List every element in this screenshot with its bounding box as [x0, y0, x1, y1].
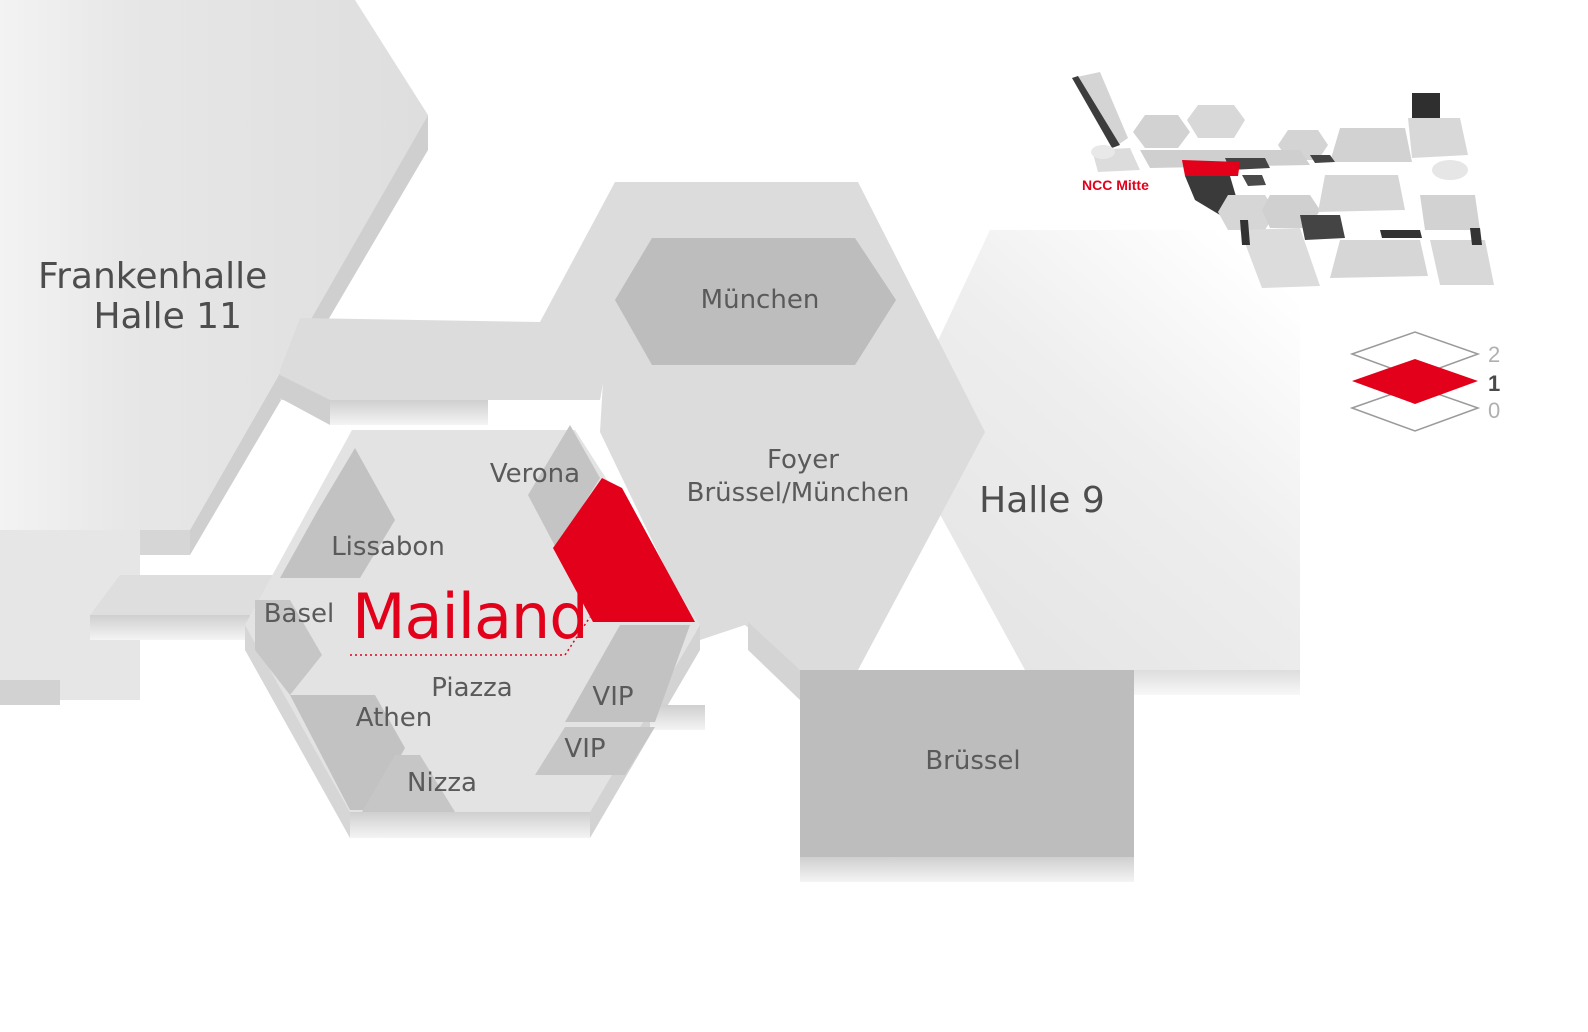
room-muenchen[interactable]: [615, 238, 896, 365]
foyer-label: Foyer: [767, 445, 839, 475]
corridor-lower: [90, 575, 290, 640]
basel-label: Basel: [264, 599, 335, 629]
halle9-building[interactable]: [895, 230, 1300, 695]
mailand-label: Mailand: [352, 580, 588, 653]
level-1-option-active[interactable]: 1: [1352, 359, 1500, 404]
muenchen-label: München: [701, 285, 820, 315]
overview-minimap[interactable]: NCC Mitte: [1072, 72, 1494, 288]
level-1-label: 1: [1488, 371, 1500, 396]
nizza-label: Nizza: [407, 768, 477, 798]
level-selector: 2 0 1: [1349, 331, 1500, 432]
room-vip-upper[interactable]: [565, 625, 690, 722]
piazza-label: Piazza: [431, 673, 513, 703]
room-vip-lower[interactable]: [535, 727, 655, 775]
bruessel-label: Brüssel: [925, 746, 1020, 776]
ncc-mitte-label: NCC Mitte: [1082, 177, 1149, 193]
halle9-label: Halle 9: [979, 480, 1105, 521]
room-nizza[interactable]: [362, 755, 455, 812]
athen-label: Athen: [356, 703, 432, 733]
frankenhalle-building[interactable]: [0, 0, 428, 705]
frankenhalle-label: Frankenhalle: [38, 256, 267, 297]
vip-lower-label: VIP: [564, 734, 605, 764]
verona-label: Verona: [490, 459, 580, 489]
room-bruessel[interactable]: [800, 670, 1134, 882]
foyer-subtitle-label: Brüssel/München: [687, 478, 910, 508]
room-lissabon[interactable]: [280, 448, 395, 578]
room-athen[interactable]: [290, 695, 405, 810]
lissabon-label: Lissabon: [331, 532, 445, 562]
room-verona[interactable]: [528, 425, 600, 548]
foyer-step-edges: [650, 622, 800, 730]
level-0-label: 0: [1488, 398, 1500, 423]
level-2-label: 2: [1488, 342, 1500, 367]
room-basel[interactable]: [255, 600, 322, 695]
room-mailand-highlighted[interactable]: [350, 478, 695, 656]
vip-upper-label: VIP: [592, 682, 633, 712]
halle11-label: Halle 11: [93, 296, 242, 337]
corridor-upper: [280, 318, 540, 425]
